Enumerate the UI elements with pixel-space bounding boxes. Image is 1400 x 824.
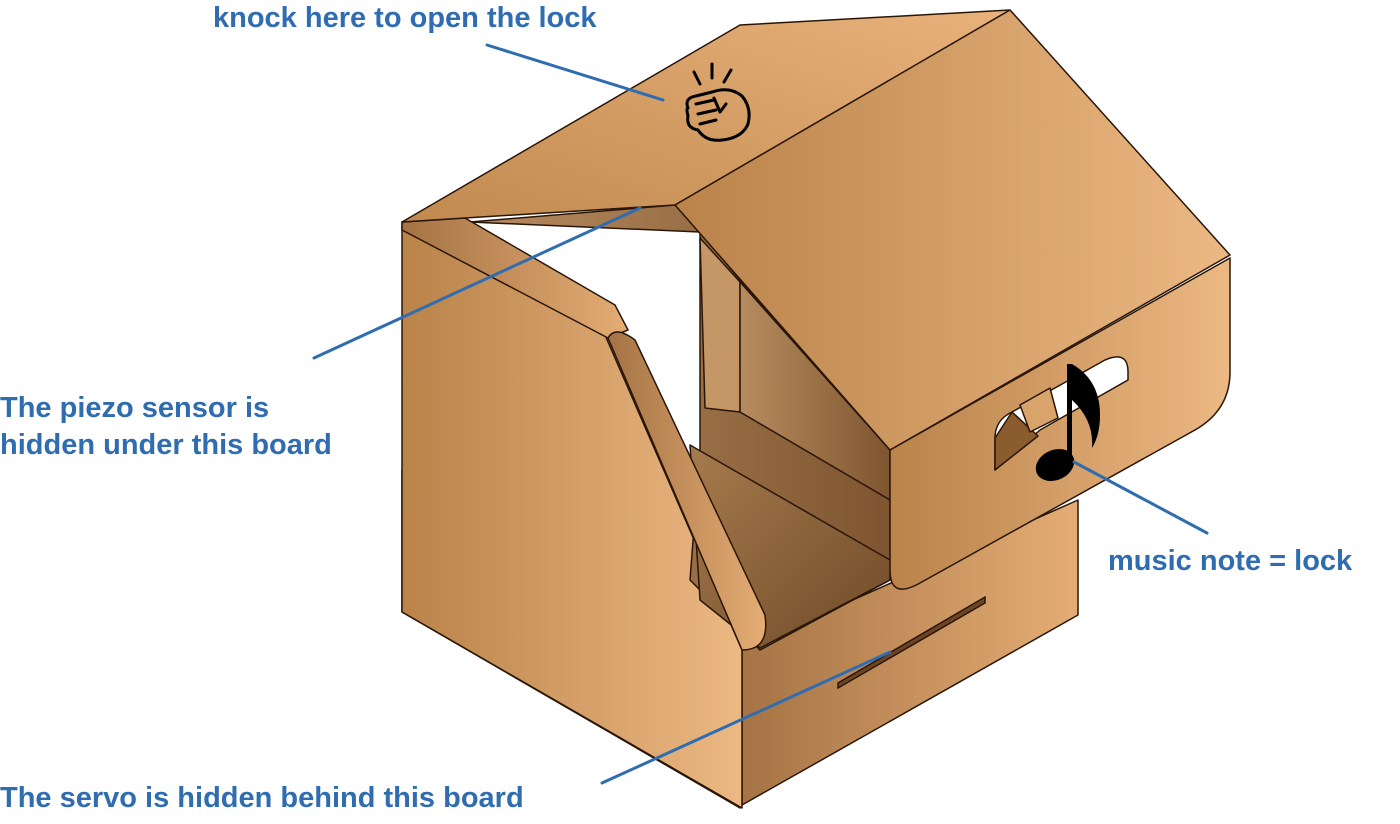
piezo-board bbox=[674, 9, 1231, 451]
callout-leaders bbox=[312, 43, 1209, 785]
left-flap-rail bbox=[401, 217, 767, 651]
servo-leader bbox=[600, 650, 892, 785]
piezo-callout-label: The piezo sensor is hidden under this bo… bbox=[0, 390, 332, 464]
music-note-icon bbox=[1035, 364, 1100, 482]
lock-callout-label: music note = lock bbox=[1108, 545, 1353, 577]
servo-callout-label: The servo is hidden behind this board bbox=[0, 782, 524, 814]
knock-callout-label: knock here to open the lock bbox=[213, 2, 597, 34]
knock-leader bbox=[485, 43, 665, 102]
lock-panel bbox=[889, 257, 1231, 590]
fist-knock-icon bbox=[685, 62, 751, 142]
piezo-callout-line-1: The piezo sensor is bbox=[0, 392, 270, 424]
lock-leader bbox=[1072, 460, 1209, 535]
piezo-leader bbox=[312, 206, 642, 360]
servo-slot bbox=[837, 595, 986, 690]
piezo-callout-line-2: hidden under this board bbox=[0, 429, 332, 461]
